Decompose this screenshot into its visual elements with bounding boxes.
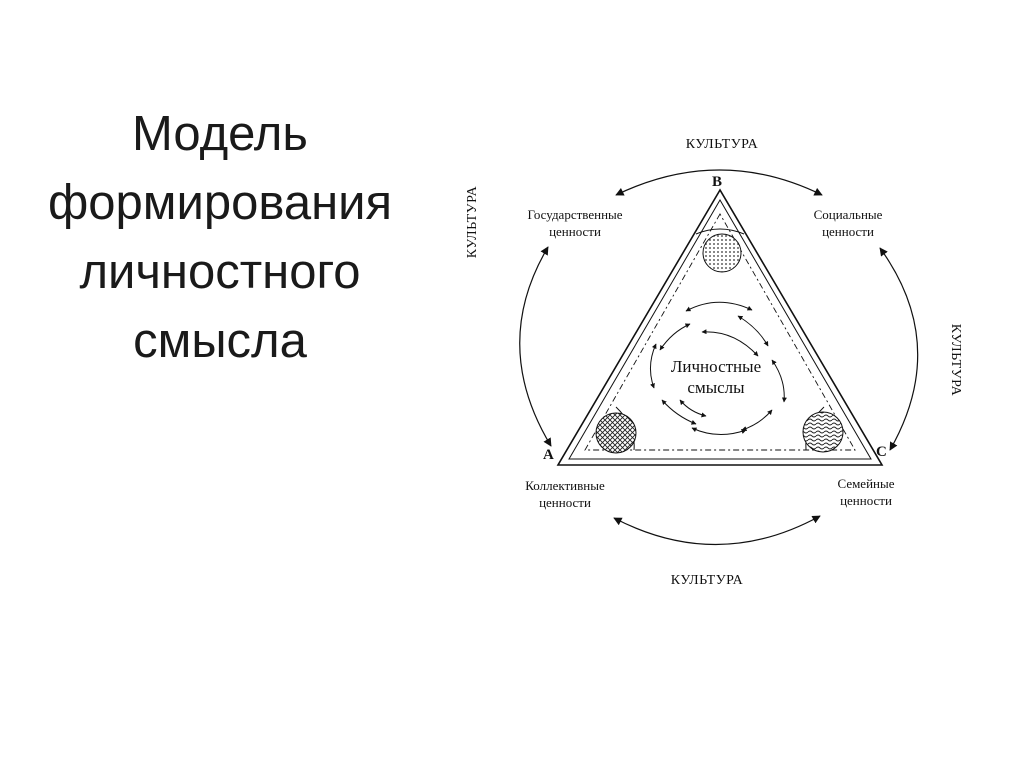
family-values-label-line1: Семейные: [837, 476, 894, 491]
culture-arc-bottom: [613, 515, 821, 546]
culture-label-left: КУЛЬТУРА: [465, 185, 480, 258]
center-label-line1: Личностные: [671, 357, 761, 376]
vertex-a-label: A: [543, 447, 554, 463]
state-values-label-line1: Государственные: [527, 207, 622, 222]
culture-arc-right: [879, 247, 919, 451]
culture-arc-top: [615, 169, 823, 196]
title-line: смысла: [133, 314, 307, 368]
center-label-line2: смыслы: [687, 378, 745, 397]
diagram-canvas: B A C КУЛЬТУРА КУЛЬТУРА КУЛЬТУРА КУЛЬТУР…: [465, 137, 963, 588]
collective-values-circle: [595, 412, 637, 454]
triangle-outer: [556, 188, 884, 466]
slide-title: Модель формирования личностного смысла: [20, 100, 420, 376]
title-line: формирования: [47, 176, 393, 230]
state-values-circle: [702, 233, 742, 273]
culture-label-right: КУЛЬТУРА: [948, 324, 963, 397]
corner-arc-b: [695, 228, 745, 235]
triangle-dashed: [584, 213, 856, 451]
collective-values-label-line2: ценности: [539, 495, 591, 510]
social-values-label-line2: ценности: [822, 224, 874, 239]
inner-cycle-arrows: [650, 301, 787, 435]
vertex-b-label: B: [712, 174, 722, 190]
culture-label-bottom: КУЛЬТУРА: [671, 573, 744, 588]
social-values-label-line1: Социальные: [814, 207, 883, 222]
culture-label-top: КУЛЬТУРА: [686, 137, 759, 152]
family-values-label-line2: ценности: [840, 493, 892, 508]
collective-values-label-line1: Коллективные: [525, 478, 605, 493]
culture-arc-left: [519, 246, 552, 447]
triangle-inner: [568, 199, 872, 460]
family-values-circle: [802, 411, 844, 453]
title-line: Модель: [132, 107, 308, 161]
title-line: личностного: [79, 245, 361, 299]
state-values-label-line2: ценности: [549, 224, 601, 239]
vertex-c-label: C: [876, 444, 887, 460]
personal-meaning-diagram: B A C КУЛЬТУРА КУЛЬТУРА КУЛЬТУРА КУЛЬТУР…: [440, 110, 1000, 610]
